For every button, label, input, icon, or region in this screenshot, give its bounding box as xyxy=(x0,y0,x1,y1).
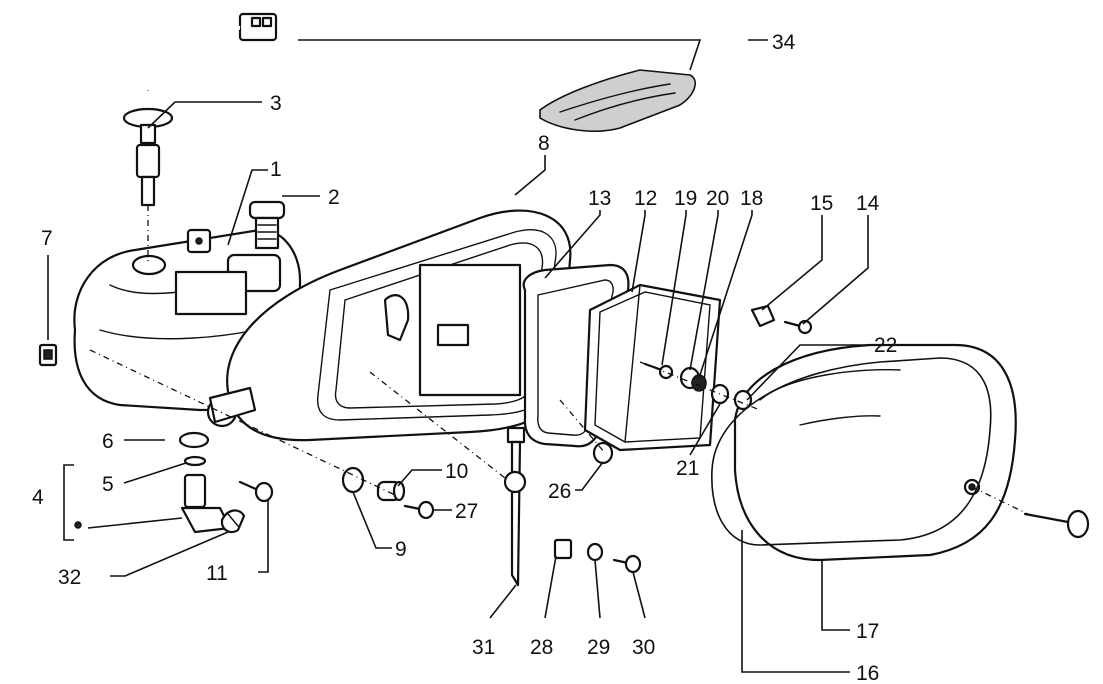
callout-14: 14 xyxy=(856,192,880,215)
assembly-axes xyxy=(89,205,1031,516)
washer-part-22 xyxy=(733,389,753,411)
screw-part-14 xyxy=(783,319,813,335)
nut-part-26 xyxy=(592,441,614,465)
leader-lines xyxy=(47,39,870,673)
callout-5: 5 xyxy=(102,473,114,496)
side-cover-part-8 xyxy=(206,209,572,442)
clamp-part-32 xyxy=(220,509,246,534)
nut-part-6 xyxy=(178,431,210,449)
cap-part-2 xyxy=(248,200,286,250)
callout-10: 10 xyxy=(445,460,468,483)
callout-labels: 34 3 1 2 7 8 13 12 19 20 18 15 14 22 21 … xyxy=(32,31,897,684)
clip-part-28 xyxy=(553,538,573,560)
callout-31: 31 xyxy=(472,636,495,659)
callout-20: 20 xyxy=(706,187,729,210)
callout-28: 28 xyxy=(530,636,553,659)
callout-12: 12 xyxy=(634,187,657,210)
callout-26: 26 xyxy=(548,480,571,503)
callout-19: 19 xyxy=(674,187,697,210)
callout-29: 29 xyxy=(587,636,610,659)
callout-27: 27 xyxy=(455,500,478,523)
callout-9: 9 xyxy=(395,538,407,561)
callout-32: 32 xyxy=(58,566,81,589)
callout-21: 21 xyxy=(676,457,699,480)
grommet-part-18 xyxy=(691,374,707,392)
callout-17: 17 xyxy=(856,620,879,643)
fastener-parts xyxy=(178,304,1090,587)
callout-3: 3 xyxy=(270,92,282,115)
callout-1: 1 xyxy=(270,158,282,181)
callout-22: 22 xyxy=(874,334,897,357)
drain-fitting-part-4 xyxy=(180,473,232,534)
callout-15: 15 xyxy=(810,192,833,215)
screw-part-11 xyxy=(238,480,274,503)
screw-part-27 xyxy=(403,500,435,520)
screw-part-30 xyxy=(612,554,642,574)
callout-16: 16 xyxy=(856,662,879,684)
sensor-cable-part-3 xyxy=(122,12,278,207)
callout-30: 30 xyxy=(632,636,655,659)
outer-gasket-part-16 xyxy=(711,357,992,546)
callout-8: 8 xyxy=(538,132,550,155)
washer-part-29 xyxy=(586,542,604,562)
callout-13: 13 xyxy=(588,187,611,210)
callout-4: 4 xyxy=(32,486,44,509)
nut-part-15 xyxy=(750,304,776,328)
callout-11: 11 xyxy=(206,562,228,585)
cover-screw xyxy=(1023,509,1090,539)
callout-18: 18 xyxy=(740,187,763,210)
callout-7: 7 xyxy=(41,227,53,250)
outer-cover-part-17 xyxy=(733,343,1017,562)
washer-part-5 xyxy=(183,455,207,467)
lens-part-34 xyxy=(539,69,696,132)
clip-part-7 xyxy=(38,343,58,367)
nut-part-9 xyxy=(341,466,365,494)
fitting-marker-dot xyxy=(74,521,82,529)
callout-6: 6 xyxy=(102,430,114,453)
spacer-part-10 xyxy=(376,480,406,502)
cable-tie-part-31 xyxy=(503,426,527,587)
washer-part-21 xyxy=(710,383,730,405)
callout-2: 2 xyxy=(328,186,340,209)
callout-34: 34 xyxy=(772,31,796,54)
